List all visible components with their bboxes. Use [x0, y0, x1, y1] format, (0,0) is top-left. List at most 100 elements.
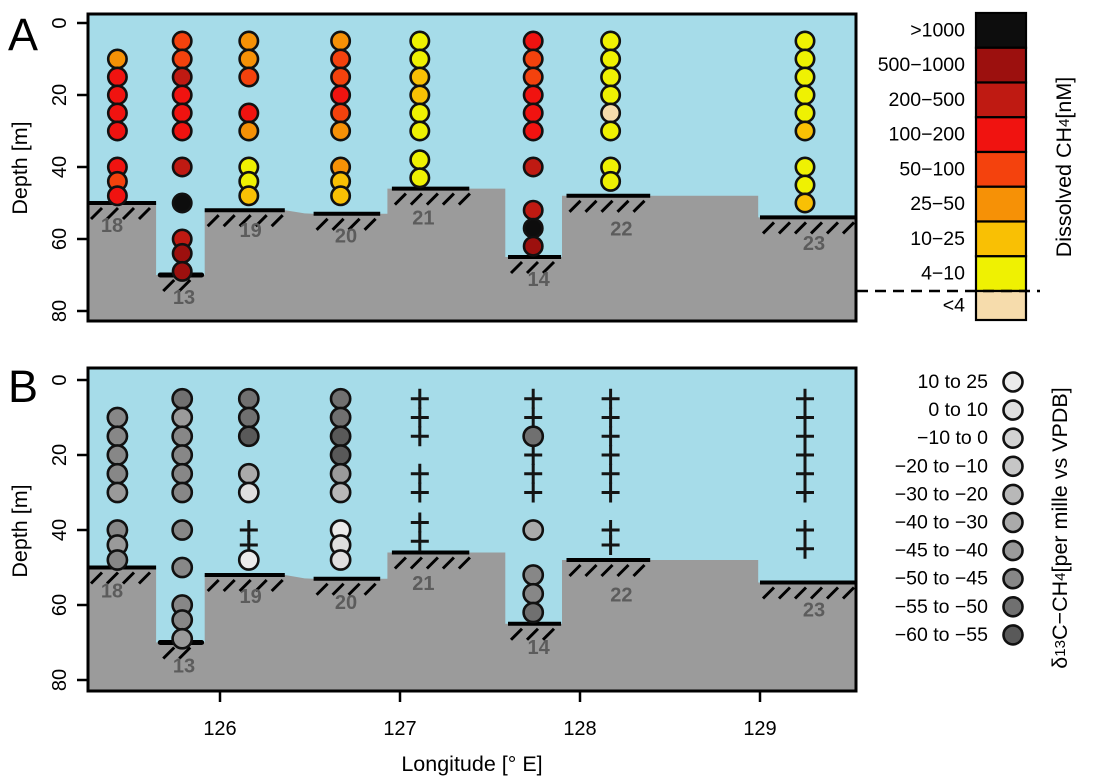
legend-a-bin-label: 50−100	[899, 158, 965, 180]
sample-marker	[106, 185, 128, 207]
hatch-mark	[841, 221, 856, 235]
legend-b-bin-label: 10 to 25	[918, 371, 989, 393]
sample-marker	[409, 48, 431, 70]
legend-b-bin-label: −20 to −10	[895, 455, 988, 477]
legend-a-bin-label: 4−10	[921, 263, 965, 285]
sample-marker	[522, 217, 544, 239]
station-label-19: 19	[239, 586, 261, 608]
panel-a-letter: A	[8, 9, 39, 60]
sample-marker	[171, 30, 193, 52]
hatch-mark	[393, 192, 407, 206]
hatch-mark	[178, 278, 192, 293]
sample-marker	[171, 556, 194, 579]
sample-marker	[522, 84, 544, 106]
y-tick-label: 40	[49, 519, 71, 541]
sample-marker	[522, 582, 545, 605]
hatch-mark	[137, 206, 152, 221]
sample-marker	[106, 84, 128, 106]
hatch-mark	[425, 192, 439, 206]
sample-marker	[330, 84, 352, 106]
hatch-mark	[441, 192, 455, 206]
sample-marker	[794, 84, 816, 106]
sample-marker	[106, 102, 128, 124]
station-label-20: 20	[335, 226, 357, 248]
sample-marker	[522, 564, 545, 586]
station-label-18: 18	[101, 215, 123, 237]
legend-a-bin-label: >1000	[910, 19, 965, 41]
legend-b-title-sup: 13	[1051, 640, 1069, 657]
sample-marker	[794, 192, 816, 214]
legend-a-bin-label: 200−500	[889, 89, 966, 111]
sample-marker	[330, 30, 352, 52]
legend-b-title-mid: C−CH	[1047, 580, 1072, 640]
legend-a-swatch	[974, 11, 1028, 49]
hatch-mark	[809, 221, 824, 235]
legend-b-swatch	[1002, 567, 1024, 590]
sample-marker	[237, 549, 260, 571]
sample-marker	[171, 192, 193, 214]
hatch-mark	[825, 221, 840, 235]
sample-marker	[171, 156, 193, 178]
hatch-mark	[270, 578, 284, 593]
sample-marker	[409, 84, 431, 106]
sample-marker	[171, 242, 193, 264]
legend-a-swatch	[974, 81, 1028, 119]
seafloor-ground	[88, 552, 856, 691]
legend-b-swatch	[1002, 595, 1024, 618]
station-label-18: 18	[101, 581, 123, 603]
hatch-mark	[541, 260, 556, 275]
legend-b-bin-label: −50 to −45	[895, 568, 988, 590]
hatch-mark	[238, 214, 252, 228]
legend-b-bin-label: −45 to −40	[895, 540, 988, 562]
sample-marker	[237, 406, 260, 429]
hatch-mark	[363, 217, 377, 231]
hatch-mark	[425, 556, 439, 570]
legend-b-bin-label: −10 to 0	[917, 427, 988, 449]
hatch-mark	[509, 260, 524, 275]
hatch-mark	[600, 199, 614, 213]
sample-marker	[600, 120, 622, 142]
sample-marker	[600, 30, 622, 52]
legend-b-swatch	[1002, 624, 1024, 646]
legend-a-bin-label: 100−200	[889, 124, 966, 146]
legend-b-bin-label: −55 to −50	[895, 596, 988, 618]
sample-marker	[409, 167, 431, 189]
sample-marker	[106, 48, 128, 70]
hatch-mark	[178, 646, 192, 660]
legend-b-bin-label: −60 to −55	[895, 624, 988, 646]
sample-marker	[238, 30, 260, 52]
sample-marker	[409, 120, 431, 142]
sample-marker	[600, 48, 622, 70]
legend-a-bin-label: 25−50	[910, 193, 965, 215]
hatch-mark	[363, 582, 377, 596]
hatch-mark	[89, 571, 104, 585]
sample-marker	[794, 102, 816, 124]
sample-marker	[238, 48, 260, 70]
hatch-mark	[162, 646, 176, 660]
hatch-mark	[254, 578, 268, 593]
sample-marker	[171, 84, 193, 106]
sample-marker	[794, 120, 816, 142]
sample-marker	[106, 120, 128, 142]
hatch-mark	[393, 556, 407, 570]
sample-marker	[794, 156, 816, 178]
legend-b-swatch	[1002, 399, 1024, 421]
station-label-19: 19	[239, 220, 261, 242]
legend-b-title-delta: δ	[1047, 656, 1072, 669]
sample-marker	[171, 406, 194, 429]
legend-b-swatch	[1002, 511, 1024, 534]
legend-a-bin-label: <4	[943, 295, 965, 317]
hatch-mark	[825, 586, 840, 600]
sample-marker	[329, 481, 352, 504]
sample-marker	[329, 425, 352, 448]
legend-a-swatch	[974, 46, 1028, 84]
legend-b-bin-label: −40 to −30	[895, 512, 988, 534]
hatch-mark	[525, 627, 540, 641]
sample-marker	[238, 102, 260, 124]
hatch-mark	[457, 556, 471, 570]
legend-a-swatch	[974, 255, 1028, 293]
sample-marker	[237, 425, 260, 448]
legend-b-bin-label: 0 to 10	[928, 399, 988, 421]
